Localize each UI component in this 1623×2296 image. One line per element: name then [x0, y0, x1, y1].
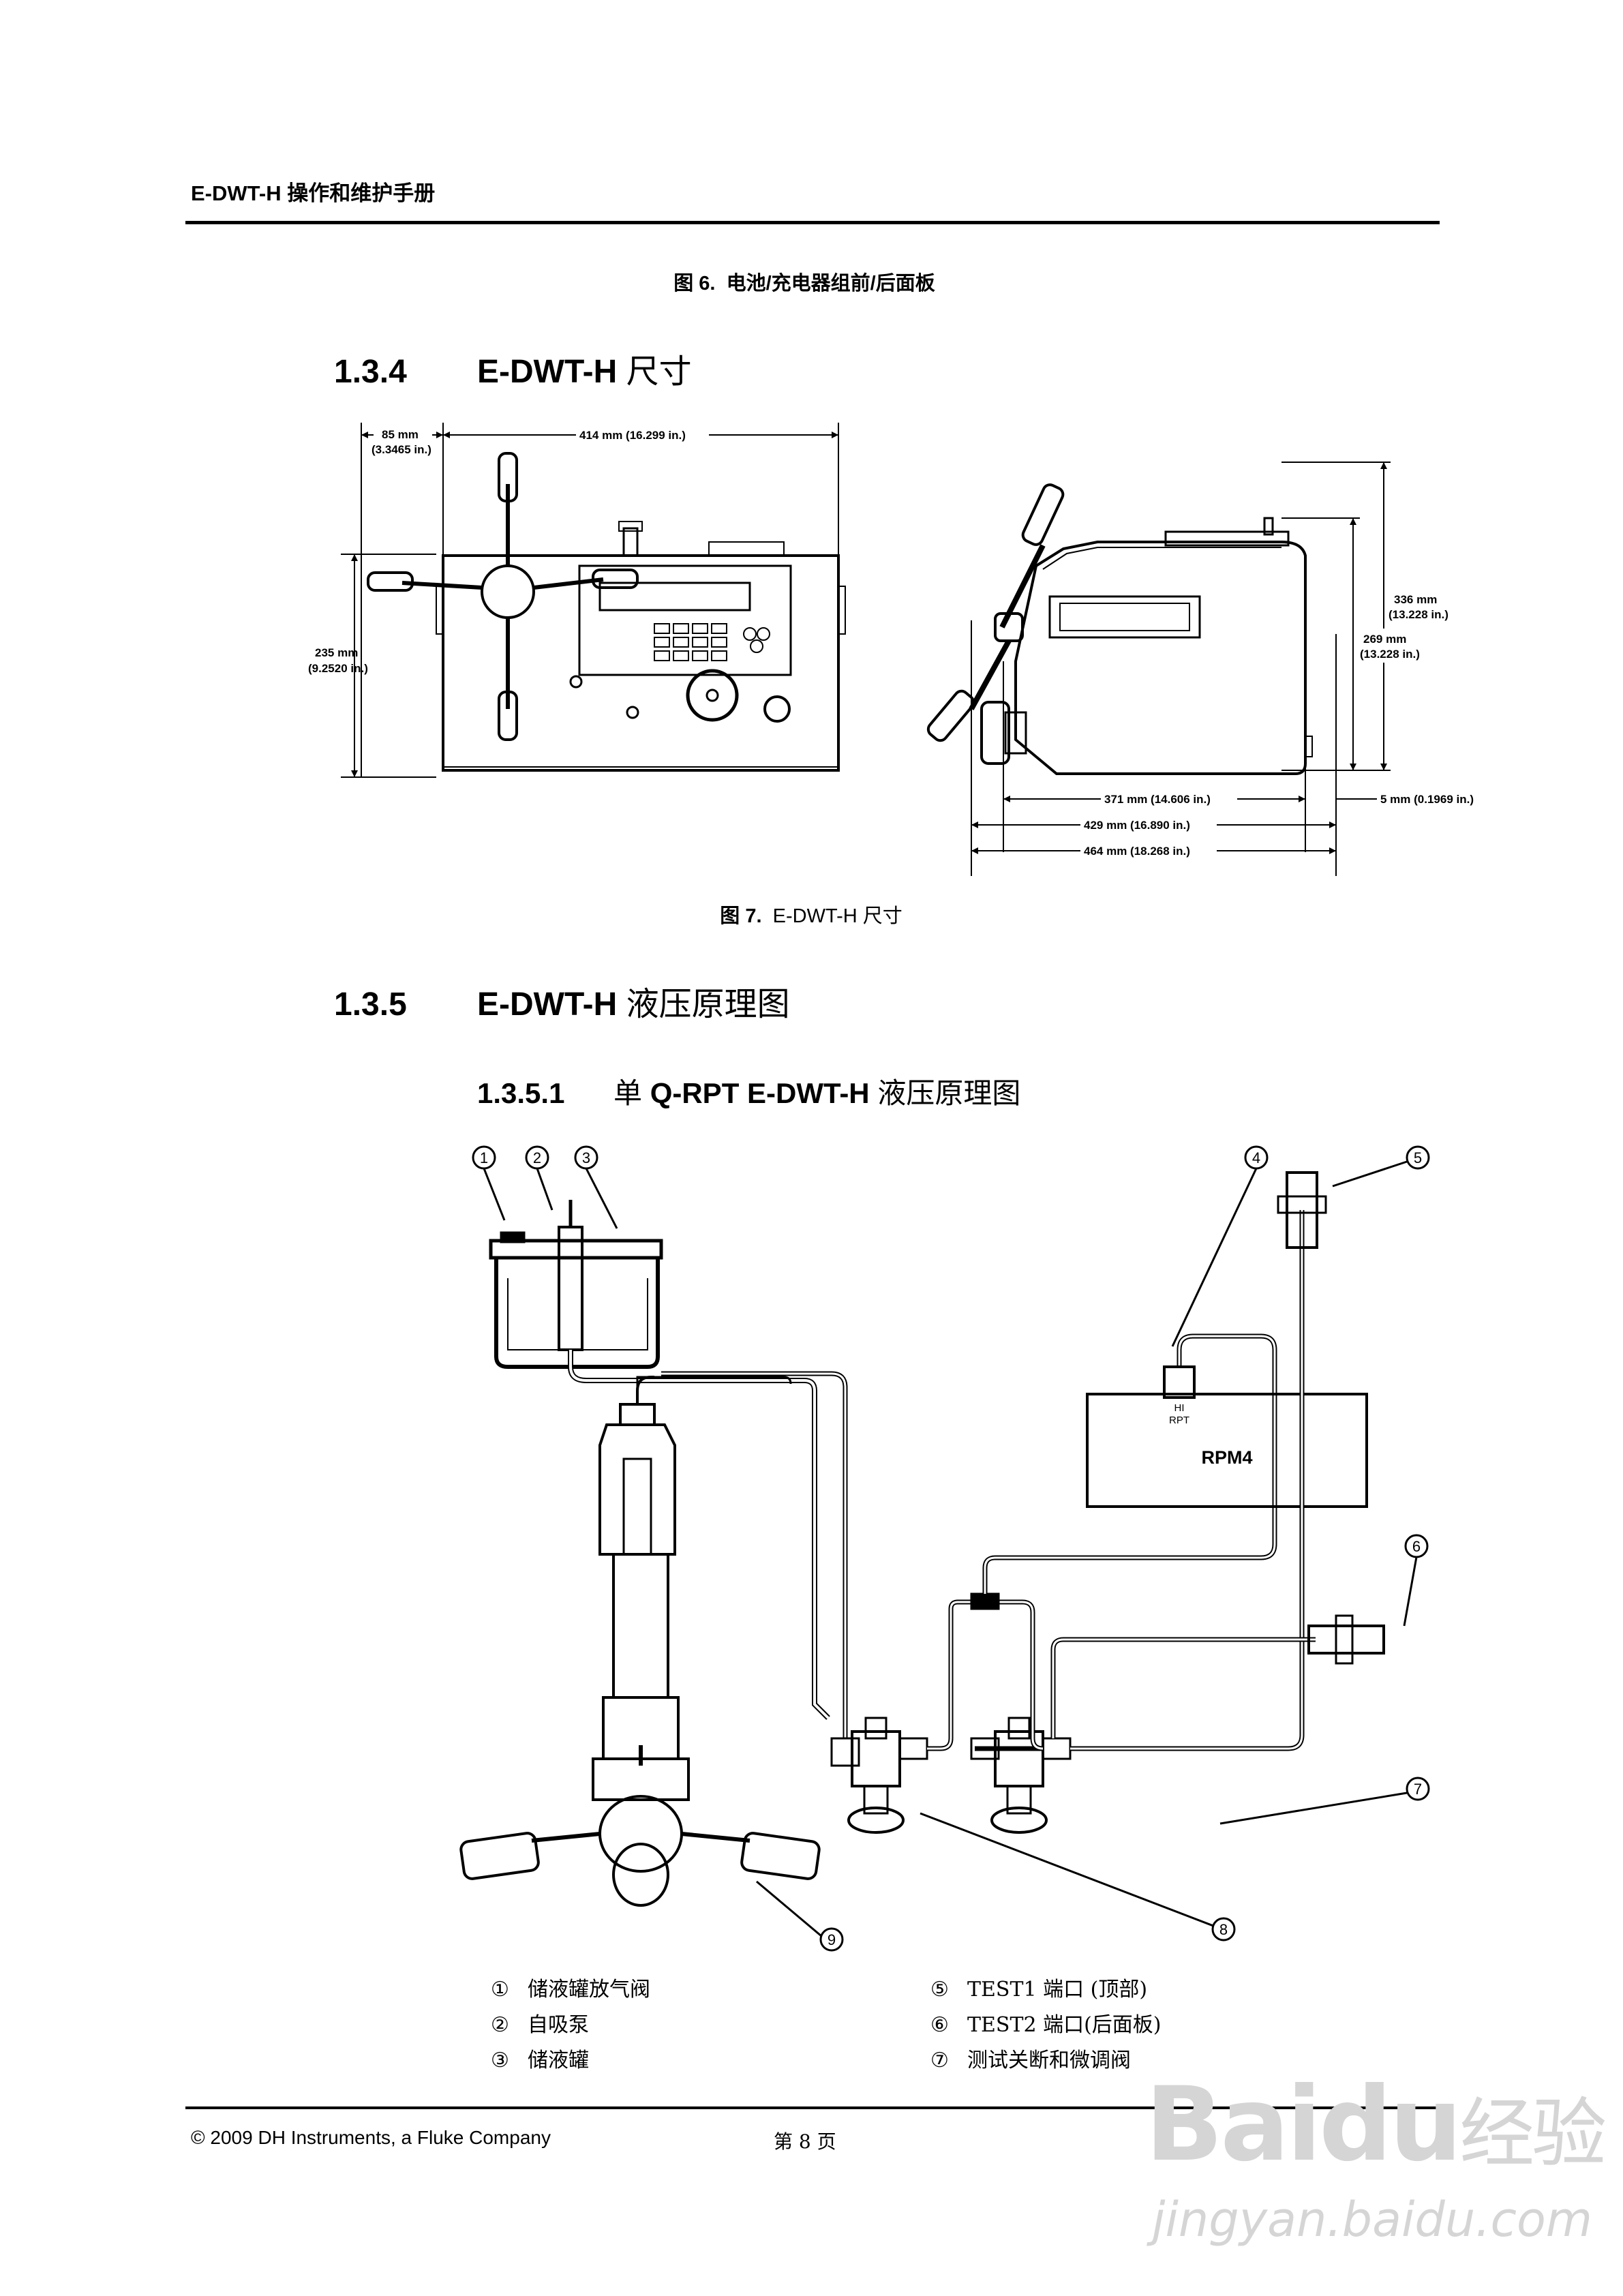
figure7-text: E-DWT-H 尺寸 — [772, 905, 902, 927]
dim-429: 429 mm (16.890 in.) — [1084, 819, 1190, 832]
rpt-label: RPT — [1169, 1415, 1189, 1426]
dim-336: 336 mm — [1394, 593, 1437, 606]
section-134-title-rest: 尺寸 — [626, 354, 692, 390]
callout-6: 6 — [1412, 1538, 1421, 1555]
dim-235: 235 mm — [315, 646, 358, 659]
callout-8: 8 — [1219, 1921, 1228, 1938]
section-1351-title-rest: 液压原理图 — [877, 1077, 1021, 1109]
section-134-title-bold: E-DWT-H — [477, 354, 618, 390]
baidu-watermark-url: jingyan.baidu.com — [1152, 2192, 1592, 2248]
dim-464: 464 mm (18.268 in.) — [1084, 845, 1190, 858]
hi-label: HI — [1174, 1402, 1185, 1414]
callout-1: 1 — [480, 1149, 488, 1166]
legend-item: ⑥ TEST2 端口(后面板) — [930, 2008, 1162, 2038]
legend-text: TEST2 端口(后面板) — [967, 2013, 1162, 2037]
figure7-label: 图 7. — [720, 905, 762, 927]
dim-85-in: (3.3465 in.) — [371, 443, 431, 456]
section-135-heading: 1.3.5 E-DWT-H 液压原理图 — [334, 977, 790, 1025]
header-title: E-DWT-H 操作和维护手册 — [191, 181, 436, 205]
legend-item: ⑦ 测试关断和微调阀 — [930, 2043, 1131, 2073]
legend-item: ③ 储液罐 — [491, 2043, 589, 2073]
figure7-caption: 图 7. E-DWT-H 尺寸 — [641, 900, 982, 928]
legend-text: 储液罐放气阀 — [528, 1978, 650, 2002]
section-1351-title-bold: Q-RPT E-DWT-H — [650, 1077, 870, 1109]
section-135-title-bold: E-DWT-H — [477, 986, 618, 1023]
footer-copyright: © 2009 DH Instruments, a Fluke Company — [191, 2127, 551, 2148]
legend-text: 测试关断和微调阀 — [967, 2049, 1131, 2072]
section-134-heading: 1.3.4 E-DWT-H 尺寸 — [334, 344, 692, 392]
dim-269: 269 mm — [1363, 633, 1406, 646]
dim-371: 371 mm (14.606 in.) — [1104, 793, 1211, 806]
legend-text: 自吸泵 — [528, 2013, 589, 2037]
figure6-caption: 图 6. 电池/充电器组前/后面板 — [613, 267, 995, 296]
dim-85: 85 mm — [382, 428, 419, 441]
legend-symbol: ⑦ — [930, 2049, 949, 2072]
callout-9: 9 — [828, 1931, 836, 1948]
header-rule — [185, 221, 1440, 224]
section-134-number: 1.3.4 — [334, 354, 407, 390]
figure6-label: 图 6. — [673, 273, 716, 294]
legend-item: ⑤ TEST1 端口 (顶部) — [930, 1972, 1147, 2002]
callout-5: 5 — [1414, 1149, 1422, 1166]
watermark-brand-cn: 经验 — [1459, 2090, 1607, 2177]
callout-2: 2 — [533, 1149, 541, 1166]
section-1351-heading: 1.3.5.1 单 Q-RPT E-DWT-H 液压原理图 — [477, 1070, 1020, 1112]
footer-page-number: 第 8 页 — [774, 2130, 836, 2153]
dim-235-in: (9.2520 in.) — [308, 662, 368, 675]
legend-item: ① 储液罐放气阀 — [491, 1972, 650, 2002]
dim-414: 414 mm (16.299 in.) — [579, 429, 686, 442]
section-135-title-rest: 液压原理图 — [626, 986, 790, 1023]
hydraulic-schematic: 1 2 3 4 5 6 7 8 9 HI RPT RPM4 — [459, 1145, 1430, 1952]
legend-item: ② 自吸泵 — [491, 2008, 589, 2038]
dim-336-in: (13.228 in.) — [1389, 608, 1448, 621]
legend-symbol: ③ — [491, 2049, 509, 2072]
callout-4: 4 — [1252, 1149, 1260, 1166]
dim-269-in: (13.228 in.) — [1360, 648, 1420, 661]
legend-text: TEST1 端口 (顶部) — [967, 1978, 1148, 2002]
legend-symbol: ① — [491, 1978, 509, 2002]
section-135-number: 1.3.5 — [334, 986, 407, 1023]
callout-7: 7 — [1414, 1781, 1422, 1798]
legend-text: 储液罐 — [528, 2049, 589, 2072]
footer-rule — [185, 2106, 1440, 2109]
callout-3: 3 — [582, 1149, 590, 1166]
section-1351-prefix: 单 — [613, 1077, 643, 1109]
figure6-text: 电池/充电器组前/后面板 — [726, 273, 935, 294]
dimension-drawing: 85 mm (3.3465 in.) 414 mm (16.299 in.) 2… — [308, 423, 1474, 876]
baidu-watermark-logo: Baidu经验 — [1145, 2066, 1607, 2184]
rpm4-label: RPM4 — [1201, 1447, 1252, 1468]
watermark-brand-du: du — [1318, 2066, 1462, 2184]
legend-symbol: ⑥ — [930, 2013, 949, 2037]
dim-5: 5 mm (0.1969 in.) — [1380, 793, 1474, 806]
legend-symbol: ② — [491, 2013, 509, 2037]
section-1351-number: 1.3.5.1 — [477, 1077, 565, 1109]
legend-symbol: ⑤ — [930, 1978, 949, 2002]
watermark-brand: Bai — [1145, 2066, 1322, 2184]
